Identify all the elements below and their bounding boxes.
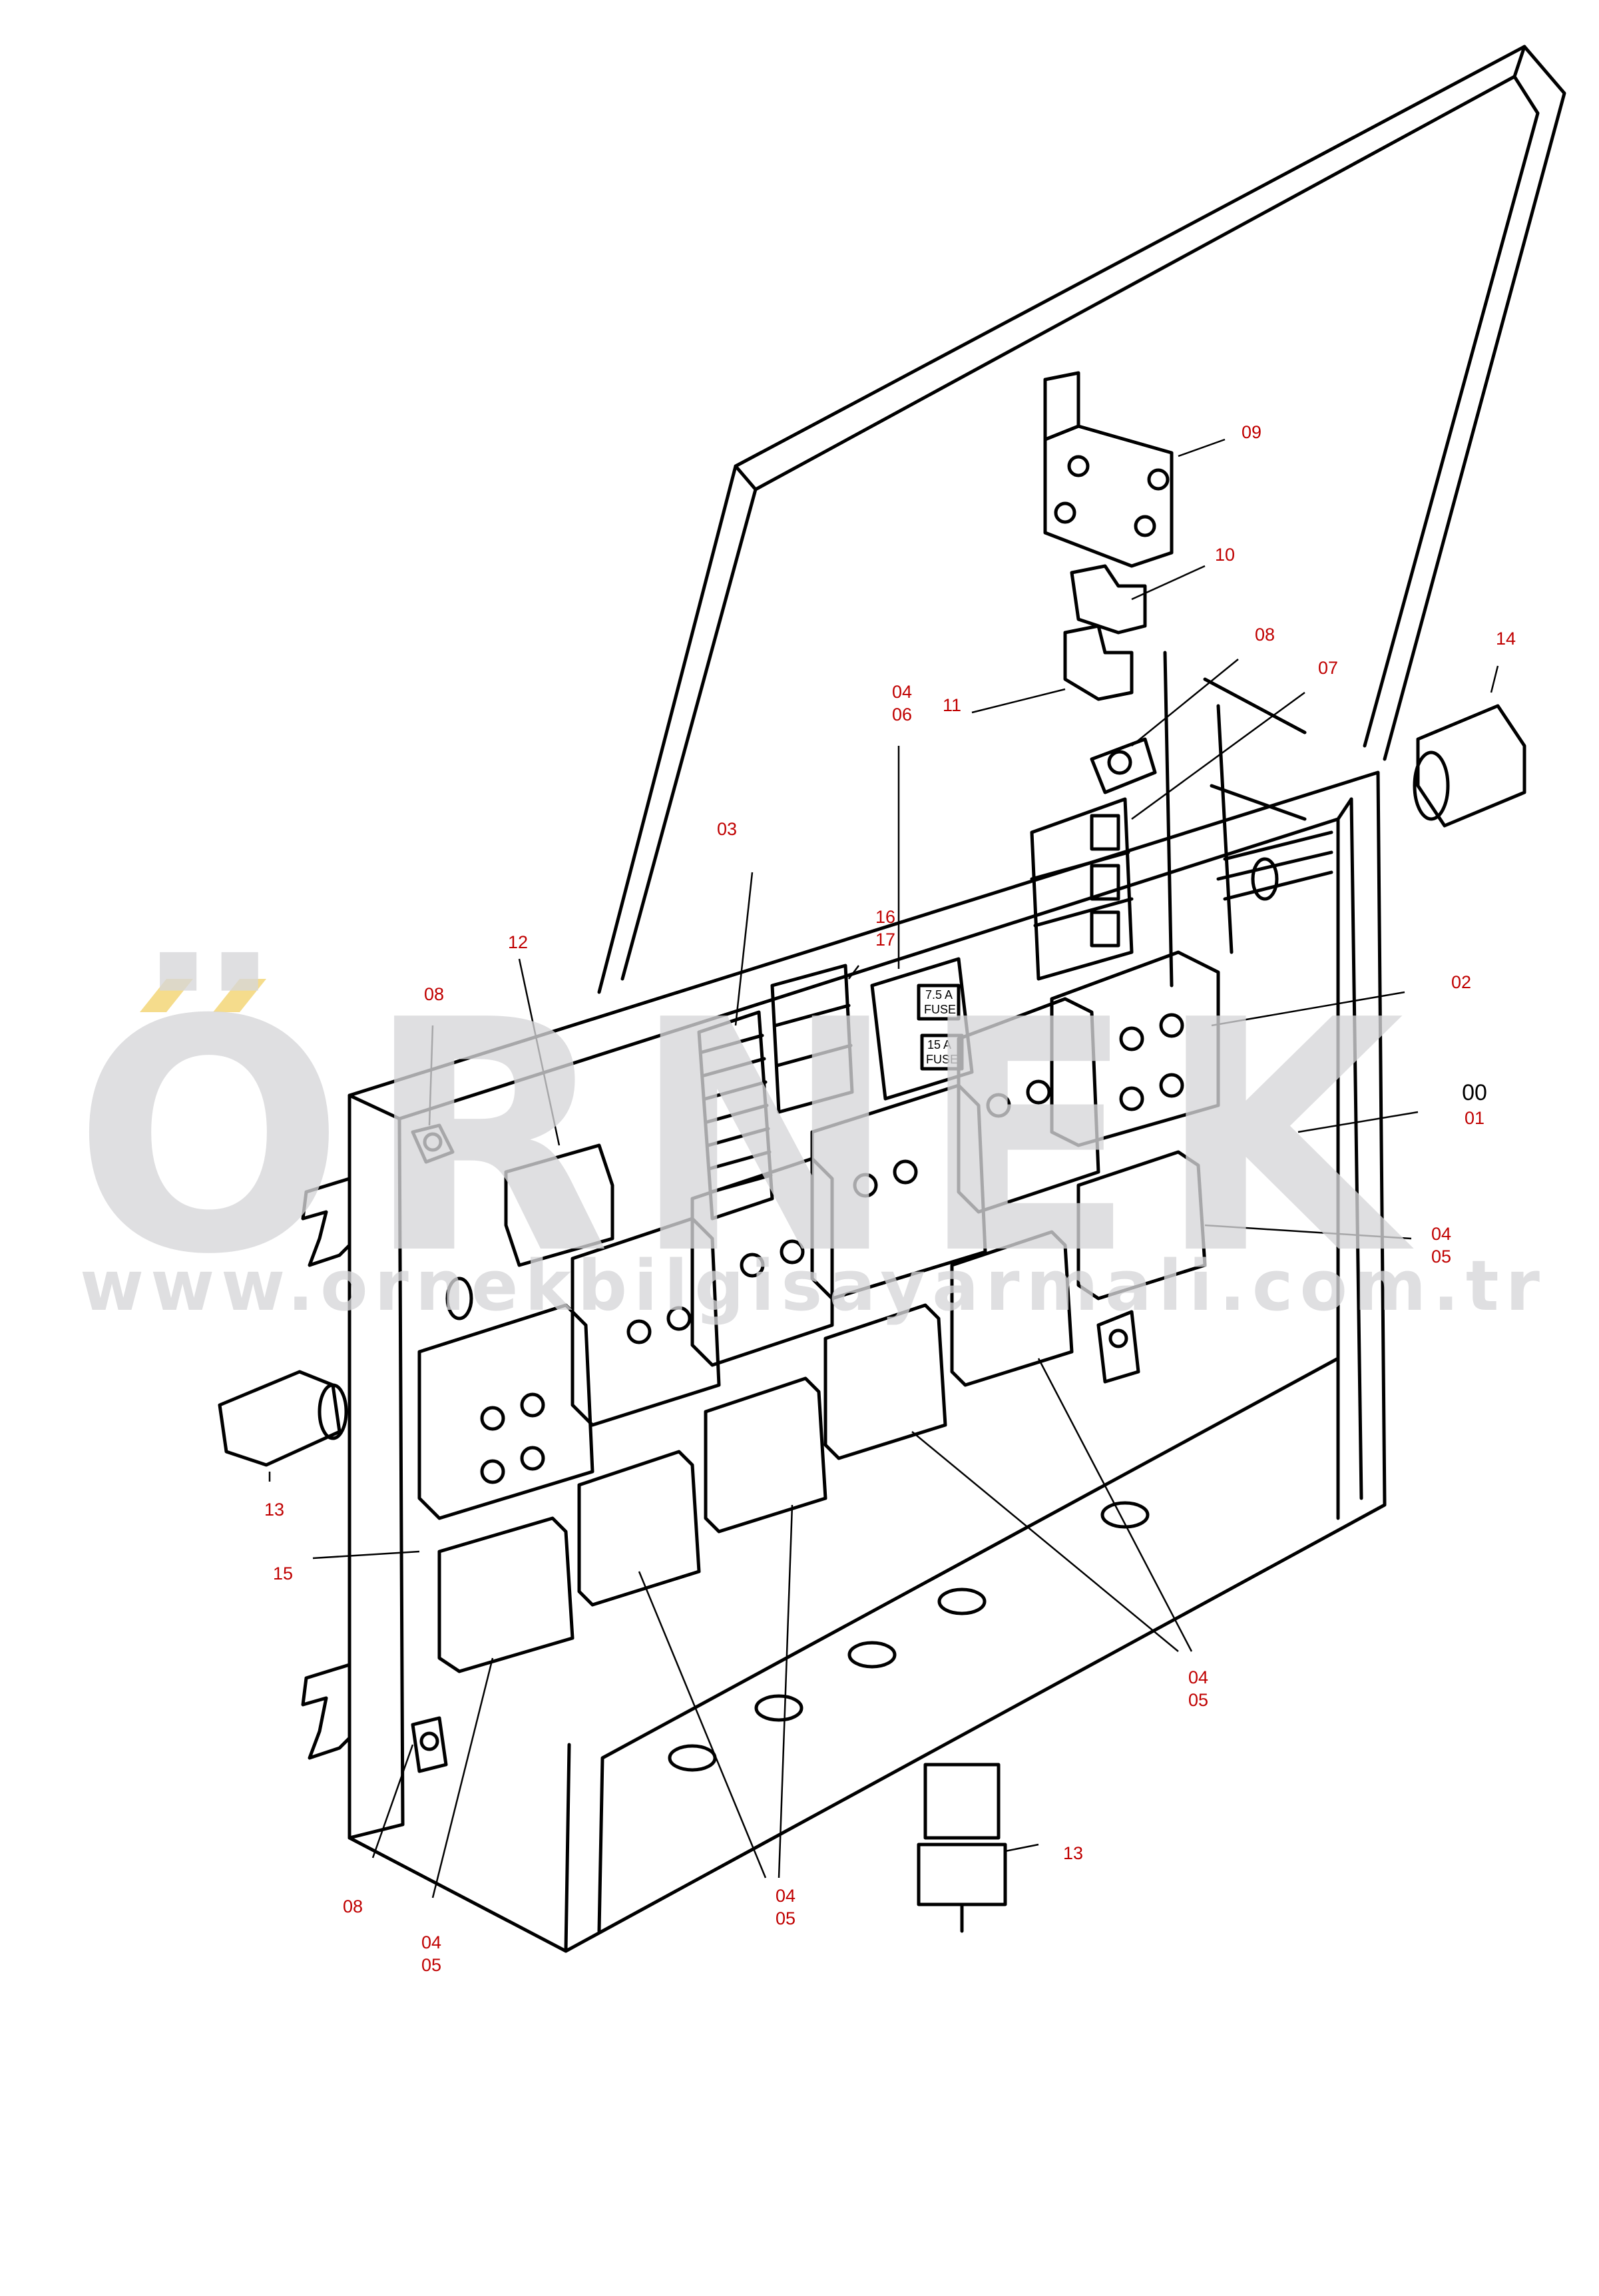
ground-stud-08-bottom	[411, 1716, 448, 1773]
callout-10: 10	[1214, 545, 1236, 565]
callout-08-top: 08	[1254, 625, 1275, 645]
callout-13-left: 13	[264, 1500, 285, 1520]
callout-01: 01	[1464, 1108, 1485, 1128]
callout-07: 07	[1317, 658, 1339, 678]
watermark-accent	[140, 979, 266, 1012]
ground-stud-08-left	[411, 1123, 455, 1164]
cable-gland-14	[1413, 704, 1526, 828]
callout-00: 00	[1462, 1080, 1487, 1105]
cable-gland-13-bottom	[917, 1763, 1007, 1933]
fuse-label-3: 15 A	[927, 1038, 951, 1051]
housing	[347, 651, 1387, 1953]
latch-09	[1043, 371, 1174, 568]
door-panel	[597, 45, 1566, 994]
callout-15: 15	[272, 1564, 294, 1583]
callout-08-bottom: 08	[342, 1896, 363, 1916]
leader-lines	[268, 438, 1499, 1898]
callout-08-left: 08	[423, 984, 445, 1004]
cable-gland-13-left	[218, 1370, 348, 1467]
terminal-block-07	[1030, 797, 1134, 981]
ground-stud-lower-right	[1096, 1310, 1140, 1384]
micro-switch-12	[504, 1143, 614, 1267]
terminal-strip-03	[697, 1010, 774, 1221]
relay-bank-upper	[417, 950, 1220, 1520]
ground-stud-08-top	[1090, 737, 1157, 794]
mounting-tabs	[301, 1177, 351, 1760]
latch-pin-10	[1063, 564, 1147, 701]
housing-holes	[445, 857, 1279, 1772]
callout-13-bottom: 13	[1062, 1843, 1084, 1863]
callout-14: 14	[1495, 629, 1516, 649]
fuse-holder-04-06	[870, 957, 974, 1101]
callout-02: 02	[1451, 972, 1472, 992]
fuse-label-2: FUSE	[924, 1003, 956, 1016]
fuse-label-4: FUSE	[926, 1053, 958, 1066]
fuse-label-1: 7.5 A	[925, 988, 953, 1002]
callout-12: 12	[507, 932, 529, 952]
callout-09: 09	[1241, 422, 1262, 442]
fuse-holder-16-17	[770, 964, 854, 1114]
callout-11: 11	[942, 695, 962, 715]
callout-03: 03	[716, 819, 738, 839]
relay-bank-lower	[437, 1150, 1207, 1673]
